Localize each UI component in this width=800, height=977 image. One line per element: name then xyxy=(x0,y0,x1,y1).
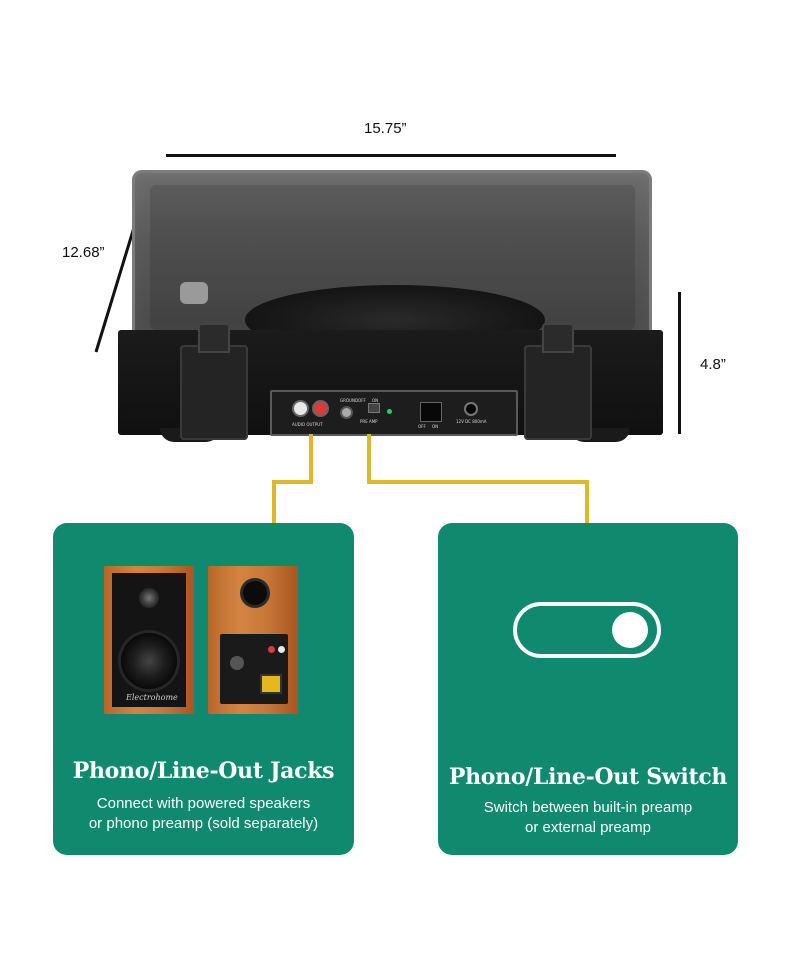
rca-jack-red xyxy=(312,400,329,417)
width-line xyxy=(166,154,616,157)
phono-switch-card xyxy=(438,523,738,855)
hinge-right xyxy=(524,323,592,440)
height-label: 4.8” xyxy=(700,356,726,373)
speaker-back-plate xyxy=(220,634,288,704)
depth-label: 12.68” xyxy=(62,244,105,261)
speaker-terminal xyxy=(260,674,282,694)
audio-output-label: AUDIO OUTPUT xyxy=(292,422,323,427)
speaker-volume-knob xyxy=(230,656,244,670)
phono-switch-title: Phono/Line-Out Switch xyxy=(448,764,728,790)
tonearm xyxy=(180,282,208,304)
phono-jacks-desc-line1: Connect with powered speakers xyxy=(96,795,311,812)
preamp-on-label: ON xyxy=(372,398,379,403)
rca-jack-white xyxy=(292,400,309,417)
speaker-front: Electrohome xyxy=(104,566,194,714)
phono-jacks-title: Phono/Line-Out Jacks xyxy=(72,758,335,784)
phono-jacks-card xyxy=(53,523,354,855)
hinge-left xyxy=(180,323,248,440)
ground-label: GROUND xyxy=(340,398,359,403)
rear-panel: AUDIO OUTPUT GROUND OFF ON PRE AMP OFF O… xyxy=(270,390,518,436)
phono-jacks-desc-line2: or phono preamp (sold separately) xyxy=(88,815,319,832)
dc-jack xyxy=(464,402,478,416)
wire-right-vertical-bottom xyxy=(585,480,589,524)
wire-left-horizontal xyxy=(272,480,313,484)
toggle-switch-icon xyxy=(513,602,661,658)
preamp-label: PRE AMP xyxy=(360,419,378,424)
preamp-switch xyxy=(368,403,380,413)
dc-label: 12V DC 800mA xyxy=(456,419,487,424)
tweeter xyxy=(139,588,159,608)
phono-switch-desc-line2: or external preamp xyxy=(525,819,651,836)
power-on-label: ON xyxy=(432,424,439,429)
height-line xyxy=(678,292,681,434)
width-label: 15.75” xyxy=(364,120,407,137)
ground-terminal xyxy=(340,406,353,419)
power-off-label: OFF xyxy=(418,424,426,429)
speaker-back xyxy=(208,566,298,714)
woofer xyxy=(121,633,177,689)
speaker-logo: Electrohome xyxy=(126,693,178,702)
speaker-input-jack-red xyxy=(268,646,275,653)
preamp-off-label: OFF xyxy=(358,398,366,403)
wire-right-vertical-top xyxy=(367,434,371,484)
bass-port xyxy=(243,581,267,605)
wire-right-horizontal xyxy=(367,480,589,484)
toggle-thumb xyxy=(612,612,648,648)
wire-left-vertical-top xyxy=(309,434,313,484)
phono-switch-desc-line1: Switch between built-in preamp xyxy=(483,799,693,816)
speaker-input-jack-white xyxy=(278,646,285,653)
power-led xyxy=(387,409,392,414)
power-switch xyxy=(420,402,442,422)
